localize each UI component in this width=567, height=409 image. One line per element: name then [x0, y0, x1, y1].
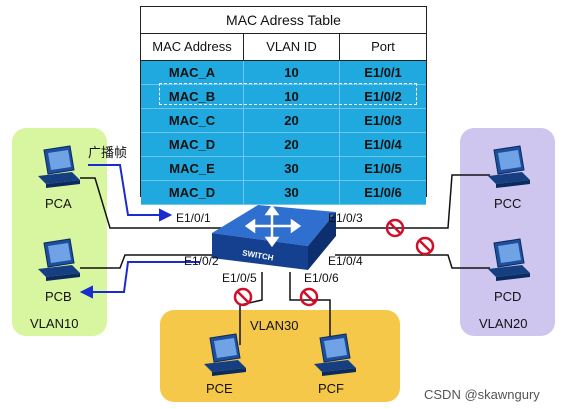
blocked-icon-e104: [415, 236, 435, 256]
cable-pce: [239, 272, 263, 345]
blocked-icon-e103: [385, 218, 405, 238]
pcf-label: PCF: [318, 381, 344, 396]
header-mac-address: MAC Address: [141, 34, 244, 60]
highlight-box: [159, 83, 417, 105]
cell-mac-address: MAC_E: [141, 157, 244, 180]
vlan30-label: VLAN30: [250, 318, 299, 333]
pcc-label: PCC: [494, 196, 522, 211]
cell-port: E1/0/4: [364, 137, 402, 152]
cell-port: E1/0/5: [364, 161, 402, 176]
blocked-icon-e106: [299, 287, 319, 307]
cell-mac-address: MAC_C: [141, 109, 244, 132]
port-e105-label: E1/0/5: [222, 271, 257, 285]
blocked-icon-e105: [233, 287, 253, 307]
table-title: MAC Adress Table: [141, 7, 426, 34]
header-port: Port: [371, 39, 395, 54]
cell-vlan-id: 20: [244, 109, 340, 132]
broadcast-label: 广播帧: [88, 145, 128, 160]
cell-mac-address: MAC_D: [141, 181, 244, 204]
cell-vlan-id: 10: [244, 61, 340, 84]
cable-pcf: [289, 272, 331, 345]
port-e102-label: E1/0/2: [184, 254, 219, 268]
broadcast-arrows: [79, 164, 200, 299]
vlan30-zone: [160, 310, 400, 402]
cell-vlan-id: 30: [244, 181, 340, 204]
arrow-out-head: [79, 285, 93, 299]
cell-port: E1/0/3: [364, 113, 402, 128]
cable-pcb: [80, 254, 230, 269]
cable-pcd: [335, 254, 490, 269]
pce-label: PCE: [206, 381, 233, 396]
cable-pca: [80, 177, 230, 229]
switch-icon: SWITCH: [212, 204, 336, 270]
port-e103-label: E1/0/3: [328, 211, 363, 225]
cables: [80, 174, 490, 345]
cell-port: E1/0/6: [364, 185, 402, 200]
cell-mac-address: MAC_D: [141, 133, 244, 156]
vlan20-zone: [460, 128, 555, 336]
cell-vlan-id: 10: [244, 85, 340, 108]
pca-label: PCA: [45, 196, 72, 211]
cell-port: E1/0/1: [364, 65, 402, 80]
watermark: CSDN @skawngury: [424, 387, 540, 402]
cell-mac-address: MAC_A: [141, 61, 244, 84]
port-e106-label: E1/0/6: [304, 271, 339, 285]
arrow-out: [90, 261, 200, 293]
cell-port: E1/0/2: [364, 89, 402, 104]
cell-vlan-id: 20: [244, 133, 340, 156]
arrow-in-head: [159, 208, 173, 222]
blocked-signs: [233, 218, 435, 307]
cell-vlan-id: 30: [244, 157, 340, 180]
vlan10-zone: [12, 128, 107, 336]
cable-pcc: [335, 174, 490, 229]
pcb-label: PCB: [45, 289, 72, 304]
mac-address-table: MAC Adress Table MAC Address VLAN ID Por…: [140, 6, 427, 205]
port-e101-label: E1/0/1: [176, 211, 211, 225]
pcd-label: PCD: [494, 289, 522, 304]
vlan20-label: VLAN20: [479, 316, 528, 331]
cell-mac-address: MAC_B: [141, 85, 244, 108]
header-vlan-id: VLAN ID: [244, 34, 340, 60]
arrow-in: [88, 164, 162, 216]
port-e104-label: E1/0/4: [328, 254, 363, 268]
table-header-row: MAC Address VLAN ID Port: [141, 34, 426, 61]
vlan10-label: VLAN10: [30, 316, 79, 331]
